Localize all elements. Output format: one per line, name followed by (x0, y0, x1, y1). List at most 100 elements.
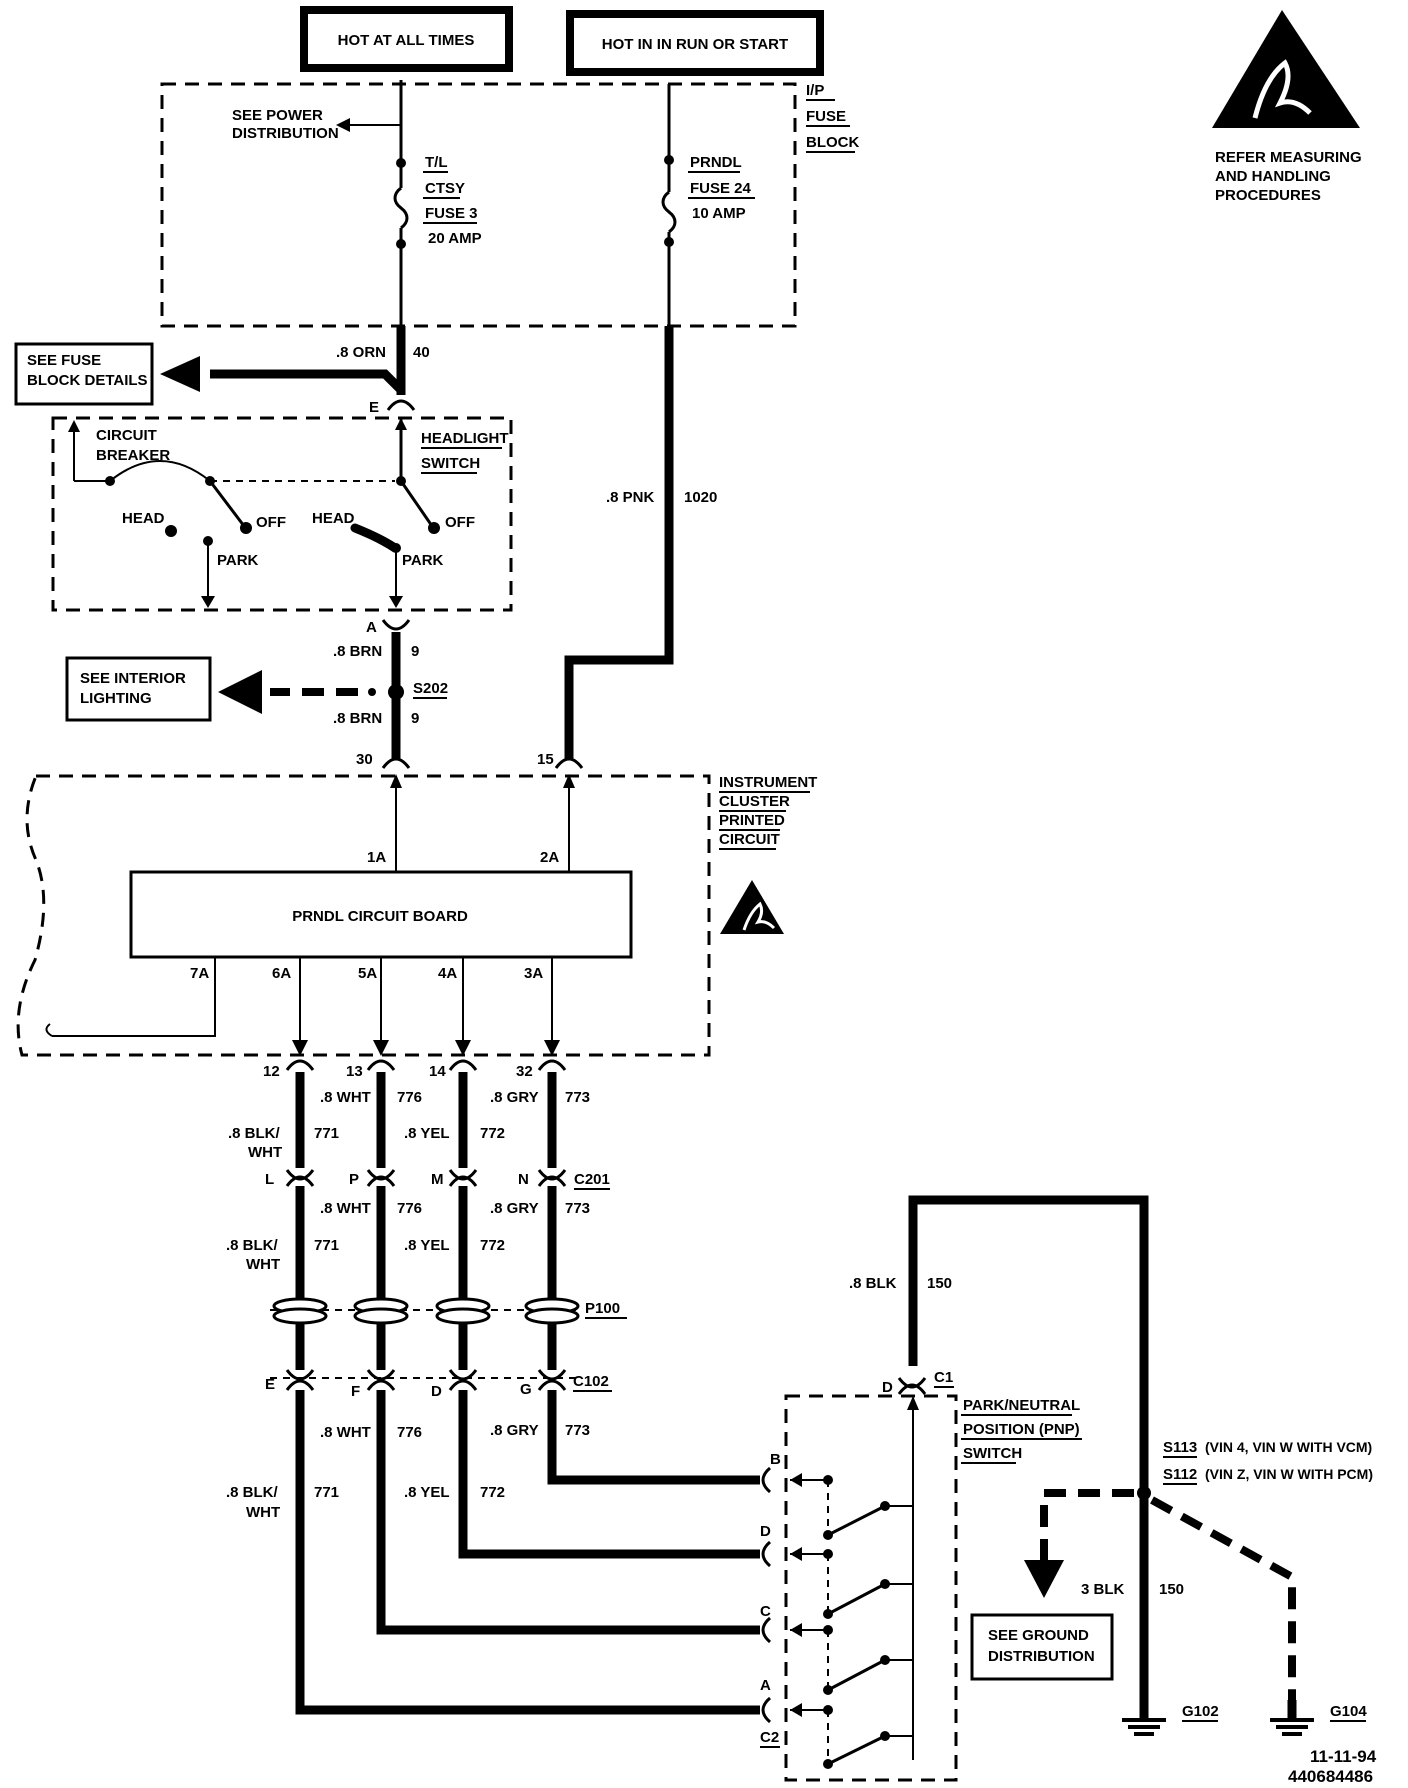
c201-pin-n: N (518, 1171, 529, 1188)
blk-wht-num-1: 771 (314, 1125, 339, 1142)
wht-num-1: 776 (397, 1089, 422, 1106)
blk-wht-label-3a: .8 BLK/ (226, 1484, 279, 1501)
instrument-cluster: INSTRUMENT CLUSTER PRINTED CIRCUIT 1A 2A… (16, 774, 817, 1057)
headlight-pin-e: E (369, 399, 379, 416)
c102-pin-d: D (431, 1383, 442, 1400)
c102-pin-e: E (265, 1376, 275, 1393)
ground-g102-icon (1122, 1718, 1166, 1736)
c201-label: C201 (574, 1171, 610, 1188)
see-power-label-1: SEE POWER (232, 107, 323, 124)
see-ground-box: SEE GROUND DISTRIBUTION (970, 1613, 1114, 1681)
see-interior-arrow-icon (218, 670, 262, 714)
orn-wire-label: .8 ORN (336, 344, 386, 361)
c1-label: C1 (934, 1369, 953, 1386)
splice-s113-s112 (1137, 1486, 1151, 1500)
fuse-24-icon (661, 190, 677, 234)
c102-pin-f: F (351, 1383, 360, 1400)
fuse3-line3: FUSE 3 (425, 205, 478, 222)
blk3-wire-label: 3 BLK (1081, 1581, 1125, 1598)
pnp-pin-d: D (882, 1379, 893, 1396)
c201-pin-l: L (265, 1171, 274, 1188)
cluster-label-2: CLUSTER (719, 793, 790, 810)
cluster-pin-15: 15 (537, 751, 554, 768)
blk-wht-num-3: 771 (314, 1484, 339, 1501)
headlight-pin-a: A (366, 619, 377, 636)
g102-label: G102 (1182, 1703, 1219, 1720)
circuit-breaker-icon (109, 460, 211, 482)
pass-through-p100 (270, 1297, 580, 1325)
hot-at-all-times-label: HOT AT ALL TIMES (338, 32, 475, 49)
yel-num-3: 772 (480, 1484, 505, 1501)
fuse24-line1: PRNDL (690, 154, 742, 171)
headlight-switch: HEADLIGHT SWITCH CIRCUIT BREAKER HEAD OF… (51, 416, 513, 612)
see-power-arrow-icon (336, 118, 350, 132)
c201-pin-p: P (349, 1171, 359, 1188)
yel-label-3: .8 YEL (404, 1484, 450, 1501)
pnp-line3: SWITCH (963, 1445, 1022, 1462)
see-fuse-line2: BLOCK DETAILS (27, 372, 148, 389)
s113-note: (VIN 4, VIN W WITH VCM) (1205, 1439, 1372, 1455)
blk-wht-label-1b: WHT (248, 1144, 282, 1161)
ground-g104-icon (1270, 1718, 1314, 1736)
see-interior-box: SEE INTERIOR LIGHTING (65, 656, 212, 722)
fuse24-line3: 10 AMP (692, 205, 746, 222)
pnp-pin-a: A (760, 1677, 771, 1694)
park-label-left: PARK (217, 552, 259, 569)
blk-wire-label: .8 BLK (849, 1275, 897, 1292)
blk-wht-label-2b: WHT (246, 1256, 280, 1273)
gry-label-2: .8 GRY (490, 1200, 539, 1217)
footer-code: 440684486 (1288, 1767, 1373, 1786)
park-label-right: PARK (402, 552, 444, 569)
board-pin-6a: 6A (272, 965, 291, 982)
wht-num-2: 776 (397, 1200, 422, 1217)
circuit-breaker-2: BREAKER (96, 447, 170, 464)
board-pin-2a: 2A (540, 849, 559, 866)
headlight-label-1: HEADLIGHT (421, 430, 509, 447)
fuse3-line4: 20 AMP (428, 230, 482, 247)
see-power-label-2: DISTRIBUTION (232, 125, 339, 142)
hot-at-all-times-box: HOT AT ALL TIMES (300, 6, 513, 72)
cluster-pin-13: 13 (346, 1063, 363, 1080)
head-label-left: HEAD (122, 510, 165, 527)
brn-wire-label-top: .8 BRN (333, 643, 382, 660)
cluster-pin-12: 12 (263, 1063, 280, 1080)
g104-label: G104 (1330, 1703, 1367, 1720)
gry-num-1: 773 (565, 1089, 590, 1106)
blk-wire-number: 150 (927, 1275, 952, 1292)
gry-num-3: 773 (565, 1422, 590, 1439)
pnk-wire-label: .8 PNK (606, 489, 655, 506)
see-fuse-block-box: SEE FUSE BLOCK DETAILS (14, 342, 154, 406)
gry-label-1: .8 GRY (490, 1089, 539, 1106)
see-fuse-line1: SEE FUSE (27, 352, 101, 369)
board-pin-3a: 3A (524, 965, 543, 982)
prndl-circuit-board (129, 870, 633, 959)
c201-pin-m: M (431, 1171, 444, 1188)
pnk-wire-number: 1020 (684, 489, 717, 506)
esd-warning: REFER MEASURING AND HANDLING PROCEDURES (1212, 10, 1362, 204)
off-label-left: OFF (256, 514, 286, 531)
esd-line3: PROCEDURES (1215, 187, 1321, 204)
cluster-pin-30: 30 (356, 751, 373, 768)
wht-num-3: 776 (397, 1424, 422, 1441)
cluster-label-4: CIRCUIT (719, 831, 780, 848)
cluster-pin-32: 32 (516, 1063, 533, 1080)
c102-pin-g: G (520, 1381, 532, 1398)
board-label: PRNDL CIRCUIT BOARD (292, 908, 468, 925)
brn-wire-number-bottom: 9 (411, 710, 419, 727)
off-label-right: OFF (445, 514, 475, 531)
circuit-breaker-1: CIRCUIT (96, 427, 157, 444)
ground-distribution-arrow-icon (1024, 1560, 1064, 1598)
wht-label-3: .8 WHT (320, 1424, 371, 1441)
head-label-right: HEAD (312, 510, 355, 527)
board-pin-1a: 1A (367, 849, 386, 866)
fuse3-line2: CTSY (425, 180, 465, 197)
pnp-line1: PARK/NEUTRAL (963, 1397, 1080, 1414)
wht-label-1: .8 WHT (320, 1089, 371, 1106)
see-ground-line1: SEE GROUND (988, 1627, 1089, 1644)
footer-date: 11-11-94 (1310, 1747, 1377, 1766)
yel-num-1: 772 (480, 1125, 505, 1142)
see-interior-line2: LIGHTING (80, 690, 152, 707)
fuse-block-label-1: I/P (806, 82, 824, 99)
c102-label: C102 (573, 1373, 609, 1390)
cluster-label-1: INSTRUMENT (719, 774, 817, 791)
